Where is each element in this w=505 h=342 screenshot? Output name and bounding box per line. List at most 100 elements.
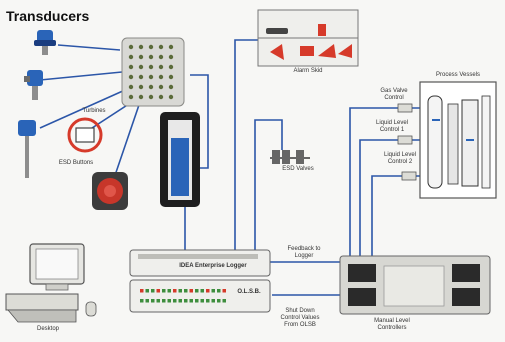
terminal-dot (148, 44, 154, 50)
wire-ctrl-ll2 (371, 175, 402, 258)
indicator-led (222, 299, 226, 303)
indicator-led (211, 289, 215, 293)
wire-ctrl-ll1 (359, 139, 398, 258)
terminal-dot (138, 64, 144, 70)
label-turbines: Turbines (82, 108, 106, 114)
desktop-computer (5, 243, 97, 323)
indicator-led (222, 289, 226, 293)
indicator-led (178, 299, 182, 303)
indicator-led (173, 299, 177, 303)
process-vessels (419, 81, 497, 199)
terminal-dot (128, 44, 134, 50)
indicator-led (189, 289, 193, 293)
liquid-level-transmitter-2 (401, 171, 417, 181)
gas-valve-transmitter (397, 103, 413, 113)
terminal-dot (168, 64, 174, 70)
terminal-dot (158, 84, 164, 90)
manual-level-controllers (339, 255, 491, 315)
terminal-dot (128, 84, 134, 90)
indicator-led (162, 299, 166, 303)
logger-nameplate: IDEA Enterprise Logger (179, 263, 247, 269)
wire-transducer-3 (39, 89, 126, 129)
indicator-led (167, 299, 171, 303)
label-alarm-skid: Alarm Skid (293, 68, 323, 74)
label-liquid-level-2: Liquid Level Control 2 (383, 152, 417, 165)
olsb-device (129, 279, 271, 313)
terminal-dot (128, 64, 134, 70)
label-gas-valve-control: Gas Valve Control (380, 88, 408, 101)
indicator-led (151, 289, 155, 293)
indicator-led (162, 289, 166, 293)
label-esd-valves: ESD Valves (282, 166, 314, 172)
terminal-dot (128, 54, 134, 60)
indicator-led (184, 289, 188, 293)
wire-transducer-1 (57, 44, 121, 51)
label-process-vessels: Process Vessels (435, 72, 481, 78)
wire-transducer-2 (39, 71, 123, 81)
junction-box (121, 37, 185, 107)
terminal-dot (138, 54, 144, 60)
terminal-dot (148, 64, 154, 70)
terminal-dot (158, 74, 164, 80)
indicator-led (206, 299, 210, 303)
label-esd-buttons: ESD Buttons (58, 160, 94, 166)
terminal-dot (128, 94, 134, 100)
indicator-led (200, 299, 204, 303)
indicator-led (195, 299, 199, 303)
idea-logger-device (129, 249, 271, 277)
indicator-led (173, 289, 177, 293)
label-desktop: Desktop (36, 326, 59, 332)
indicator-led (184, 299, 188, 303)
terminal-dot (168, 94, 174, 100)
label-liquid-level-1: Liquid Level Control 1 (375, 120, 409, 133)
diagram-title: Transducers (6, 8, 90, 24)
terminal-dot (168, 74, 174, 80)
wiring (39, 39, 440, 296)
indicator-led (151, 299, 155, 303)
indicator-led (217, 289, 221, 293)
terminal-dot (168, 44, 174, 50)
temperature-transducer (18, 120, 36, 178)
terminal-dot (148, 94, 154, 100)
terminal-dot (158, 64, 164, 70)
indicator-led (140, 289, 144, 293)
indicator-led (145, 289, 149, 293)
terminal-dot (168, 54, 174, 60)
terminal-dot (148, 74, 154, 80)
terminal-dot (168, 84, 174, 90)
label-manual-level: Manual Level Controllers (374, 318, 410, 331)
indicator-led (200, 289, 204, 293)
esd-valves (270, 150, 310, 164)
wire-junction-to-case (190, 74, 209, 169)
pressure-transducer-1 (34, 30, 56, 55)
pressure-transducer-2 (24, 70, 43, 100)
instrument-case (160, 112, 200, 207)
terminal-dot (138, 84, 144, 90)
indicator-led (211, 299, 215, 303)
terminal-dot (158, 44, 164, 50)
olsb-nameplate: O.L.S.B. (237, 289, 261, 295)
indicator-led (145, 299, 149, 303)
indicator-led (189, 299, 193, 303)
terminal-dot (138, 94, 144, 100)
terminal-dot (138, 74, 144, 80)
indicator-led (140, 299, 144, 303)
terminal-dot (128, 74, 134, 80)
indicator-led (195, 289, 199, 293)
indicator-led (217, 299, 221, 303)
wire-logger-to-alarm (234, 39, 258, 250)
liquid-level-transmitter-1 (397, 135, 413, 145)
terminal-dot (158, 54, 164, 60)
label-feedback: Feedback to Logger (287, 246, 321, 259)
terminal-dot (138, 44, 144, 50)
wire-logger-esd-valves (254, 119, 283, 250)
wire-ctrl-gas (349, 107, 398, 258)
turbine-meter (67, 117, 103, 153)
indicator-led (167, 289, 171, 293)
alarm-skid (257, 9, 359, 67)
terminal-dot (148, 84, 154, 90)
esd-button-device (92, 172, 128, 210)
indicator-led (156, 299, 160, 303)
